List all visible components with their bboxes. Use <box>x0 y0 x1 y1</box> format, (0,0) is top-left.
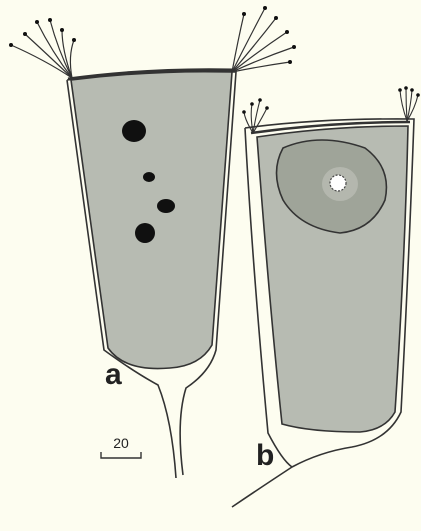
cell-a-right-flagella-tips <box>242 6 296 64</box>
scale-bar: 20 <box>101 435 141 458</box>
cell-b-right-flagella-tips <box>398 86 420 97</box>
granule-3 <box>157 199 175 213</box>
cell-b: b <box>232 86 420 507</box>
panel-label-b: b <box>256 439 274 472</box>
granule-2 <box>143 172 155 182</box>
scale-bar-label: 20 <box>113 435 129 451</box>
granule-4 <box>135 223 155 243</box>
scale-bar-line <box>101 452 141 458</box>
cell-b-right-flagella <box>400 88 418 121</box>
granule-1 <box>122 120 146 142</box>
cell-a-left-flagella <box>11 20 74 78</box>
panel-label-a: a <box>105 358 122 391</box>
nucleolus <box>330 175 346 191</box>
cell-a-right-flagella <box>232 8 294 72</box>
cell-a-body <box>71 72 232 369</box>
